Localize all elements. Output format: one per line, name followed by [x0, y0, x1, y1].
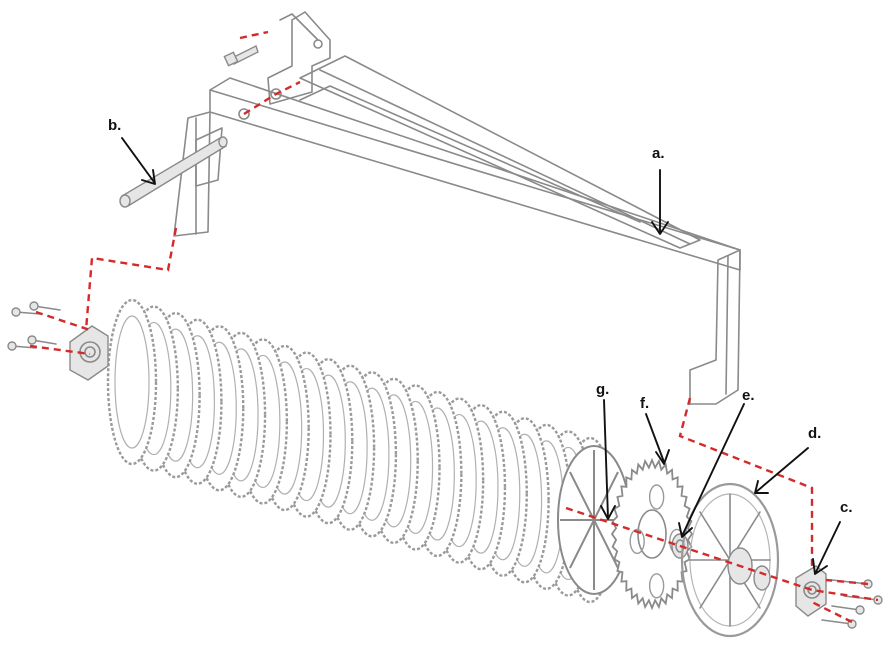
drum-ring	[106, 298, 158, 466]
drum-end-spoke	[569, 471, 619, 569]
arrow-c	[812, 521, 841, 575]
end-wheel	[680, 482, 780, 638]
callout-a: a.	[652, 145, 665, 162]
arrow-e	[678, 403, 745, 538]
sprocket-cutout	[648, 484, 665, 510]
drum-ring-inner	[114, 315, 150, 449]
callout-b: b.	[108, 117, 121, 134]
callout-d: d.	[808, 425, 821, 442]
callout-arrows	[121, 137, 841, 575]
callout-labels: a. b. c. d. e. f. g.	[108, 117, 853, 516]
sprocket-wheel	[610, 457, 694, 611]
callout-c: c.	[840, 499, 853, 516]
callout-g: g.	[596, 381, 609, 398]
arrow-b	[121, 137, 156, 185]
sprocket-teeth	[610, 457, 694, 611]
hitch-pin	[119, 136, 228, 208]
callout-f: f.	[640, 395, 649, 412]
sprocket-cutout	[629, 528, 645, 555]
arrow-f	[645, 413, 670, 465]
left-bearing	[69, 325, 109, 381]
left-bolts	[7, 301, 61, 351]
arrow-d	[754, 447, 809, 494]
arrow-a	[651, 169, 669, 235]
arrow-g	[600, 399, 616, 520]
sprocket-cutout	[648, 573, 665, 599]
assembly-lines	[29, 30, 879, 624]
roller-drum	[106, 298, 631, 604]
hitch-bolt	[223, 45, 259, 67]
sprocket-hub	[637, 509, 667, 559]
frame	[173, 11, 741, 405]
callout-e: e.	[742, 387, 755, 404]
